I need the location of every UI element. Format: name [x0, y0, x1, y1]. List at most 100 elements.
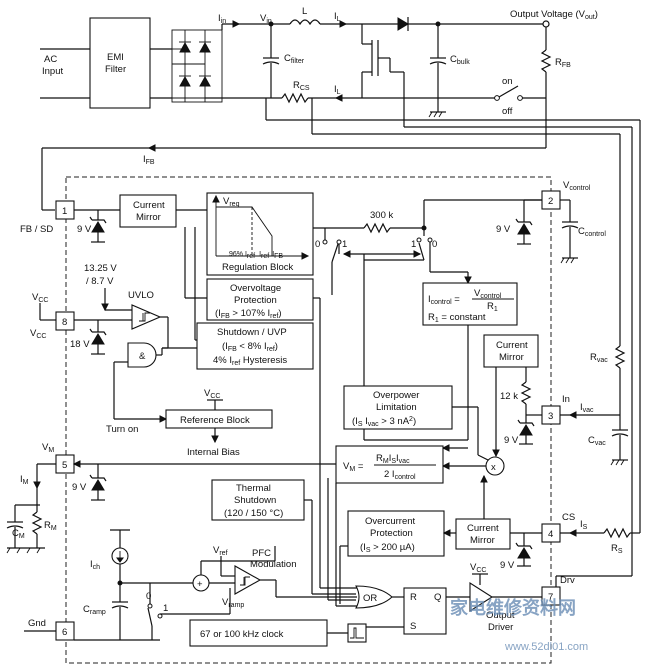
- svg-text:Q: Q: [434, 592, 441, 603]
- inductor-label: L: [302, 6, 307, 17]
- ifb-label: IFB: [143, 154, 155, 166]
- cs-pin-label: CS: [562, 512, 575, 523]
- pin-8: 8: [55, 311, 75, 331]
- il-bottom-label: IL: [334, 84, 341, 96]
- rs-latch: [403, 587, 447, 635]
- icontrol-block: [422, 282, 518, 326]
- ac-input-label: AC Input: [42, 54, 63, 77]
- zener-diode-pin1: [91, 221, 105, 233]
- svg-text:(IFB < 8% Iref): (IFB < 8% Iref): [222, 341, 278, 353]
- svg-text:+: +: [197, 579, 203, 590]
- vreg-label: Vreg: [223, 196, 240, 208]
- zener-pin5-label: 9 V: [72, 482, 87, 493]
- emi-filter-label: EMI: [107, 52, 124, 63]
- output-voltage-label: Output Voltage (Vout): [510, 9, 598, 21]
- resistor-12k-label: 12 k: [500, 391, 518, 402]
- svg-text:Current: Current: [133, 200, 165, 211]
- svg-text:(IS Ivac > 3 nA2): (IS Ivac > 3 nA2): [352, 416, 416, 428]
- im-label: IM: [20, 474, 29, 486]
- clock-block: [189, 619, 328, 647]
- gnd-label: Gnd: [28, 618, 46, 629]
- vcc-drv-label: VCC: [470, 562, 486, 574]
- ccontrol-label: Ccontrol: [578, 226, 606, 238]
- reference-block: [165, 409, 273, 429]
- rs-label: RS: [611, 543, 623, 555]
- thermal-shutdown-block: [211, 479, 305, 521]
- iin-label: Iin: [218, 13, 226, 25]
- pin-7: 7: [541, 586, 561, 606]
- onoff-switch: [498, 85, 519, 98]
- vcontrol-label: Vcontrol: [563, 180, 591, 192]
- regulation-curve: [216, 206, 273, 256]
- svg-text:4: 4: [548, 529, 553, 540]
- svg-text:Driver: Driver: [488, 622, 513, 633]
- rfb-resistor: [540, 49, 552, 73]
- current-mirror-vac: [483, 334, 539, 368]
- switch-on-label: on: [502, 76, 513, 87]
- vcc-ref-label: VCC: [204, 388, 220, 400]
- zener-pin2-label: 9 V: [496, 224, 511, 235]
- svg-text:Shutdown: Shutdown: [234, 495, 276, 506]
- watermark-text: 家电维修资料网: [450, 597, 576, 618]
- current-mirror-fb: [119, 194, 177, 228]
- svg-text:R1: R1: [487, 301, 498, 313]
- svg-text:Shutdown / UVP: Shutdown / UVP: [217, 327, 287, 338]
- pin-4: 4: [541, 523, 561, 543]
- resistor-300k-label: 300 k: [370, 210, 393, 221]
- vcc-pin-label: VCC: [30, 328, 46, 340]
- svg-text:Icontrol =: Icontrol =: [428, 294, 460, 306]
- ramp-switch-0: 0: [146, 591, 151, 602]
- svg-text:3: 3: [548, 411, 553, 422]
- vcc-top-label: VCC: [32, 292, 48, 304]
- emi-filter-block: [89, 17, 151, 109]
- overpower-limitation-block: [343, 385, 453, 430]
- svg-text:5: 5: [62, 460, 67, 471]
- svg-text:Modulation: Modulation: [250, 559, 296, 570]
- power-mosfet: [361, 24, 391, 98]
- pin-5: 5: [55, 454, 75, 474]
- svg-text:4% Iref Hysteresis: 4% Iref Hysteresis: [213, 355, 287, 367]
- zener-diode-pin4: [517, 547, 531, 559]
- internal-bias-label: Internal Bias: [187, 447, 240, 458]
- and-gate: [127, 342, 157, 368]
- svg-text:Current: Current: [467, 523, 499, 534]
- vref-label: Vref: [213, 545, 228, 557]
- zener-diode-pin3: [519, 424, 533, 436]
- pin-3: 3: [541, 405, 561, 425]
- zener-pin1-label: 9 V: [77, 224, 92, 235]
- svg-text:S: S: [410, 621, 416, 632]
- shutdown-uvp-block: [196, 322, 314, 370]
- zener-diode-pin2: [517, 223, 531, 235]
- svg-text:(IS > 200 µA): (IS > 200 µA): [360, 542, 415, 554]
- svg-text:Filter: Filter: [105, 64, 126, 75]
- svg-text:RMISIvac: RMISIvac: [376, 453, 410, 465]
- regulation-block-label: Regulation Block: [222, 262, 294, 273]
- switch-a-0: 0: [315, 239, 320, 250]
- pin-6: 6: [55, 621, 75, 641]
- il-top-label: IL: [334, 11, 341, 23]
- svg-text:Overpower: Overpower: [373, 390, 419, 401]
- ich-label: Ich: [90, 559, 100, 571]
- pin-1: 1: [55, 200, 75, 220]
- svg-text:Mirror: Mirror: [470, 535, 495, 546]
- svg-text:Protection: Protection: [370, 528, 413, 539]
- svg-text:/ 8.7 V: / 8.7 V: [86, 276, 114, 287]
- ramp-switch: [147, 607, 153, 627]
- output-diode: [397, 17, 409, 31]
- watermark-url: www.52dl01.com: [504, 641, 588, 653]
- rs-resistor: [603, 527, 631, 539]
- cfilter-label: Cfilter: [284, 53, 305, 65]
- svg-text:Input: Input: [42, 66, 63, 77]
- rvac-resistor: [614, 345, 626, 369]
- zener-pin8-label: 18 V: [70, 339, 90, 350]
- svg-text:Reference Block: Reference Block: [180, 415, 250, 426]
- or-gate: [355, 585, 393, 609]
- svg-text:(IFB > 107% Iref): (IFB > 107% Iref): [215, 308, 282, 320]
- turn-on-label: Turn on: [106, 424, 138, 435]
- switch-b-1: 1: [411, 239, 416, 250]
- switch-off-label: off: [502, 106, 513, 117]
- uvlo-comparator: [131, 304, 162, 330]
- rm-resistor: [31, 511, 43, 535]
- ramp-switch-1: 1: [163, 603, 168, 614]
